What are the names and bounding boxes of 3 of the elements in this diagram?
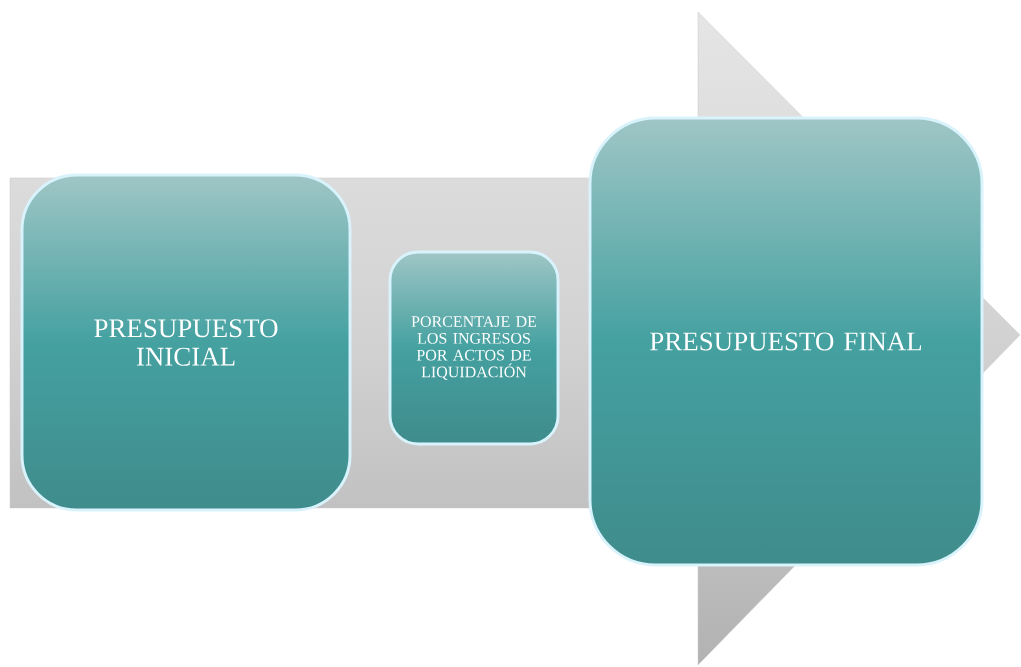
process-box: PRESUPUESTO INICIAL bbox=[20, 173, 352, 512]
process-box: PORCENTAJE DE LOS INGRESOS POR ACTOS DE LIQUIDACIÓN bbox=[388, 250, 560, 446]
process-box: PRESUPUESTO FINAL bbox=[588, 116, 984, 567]
